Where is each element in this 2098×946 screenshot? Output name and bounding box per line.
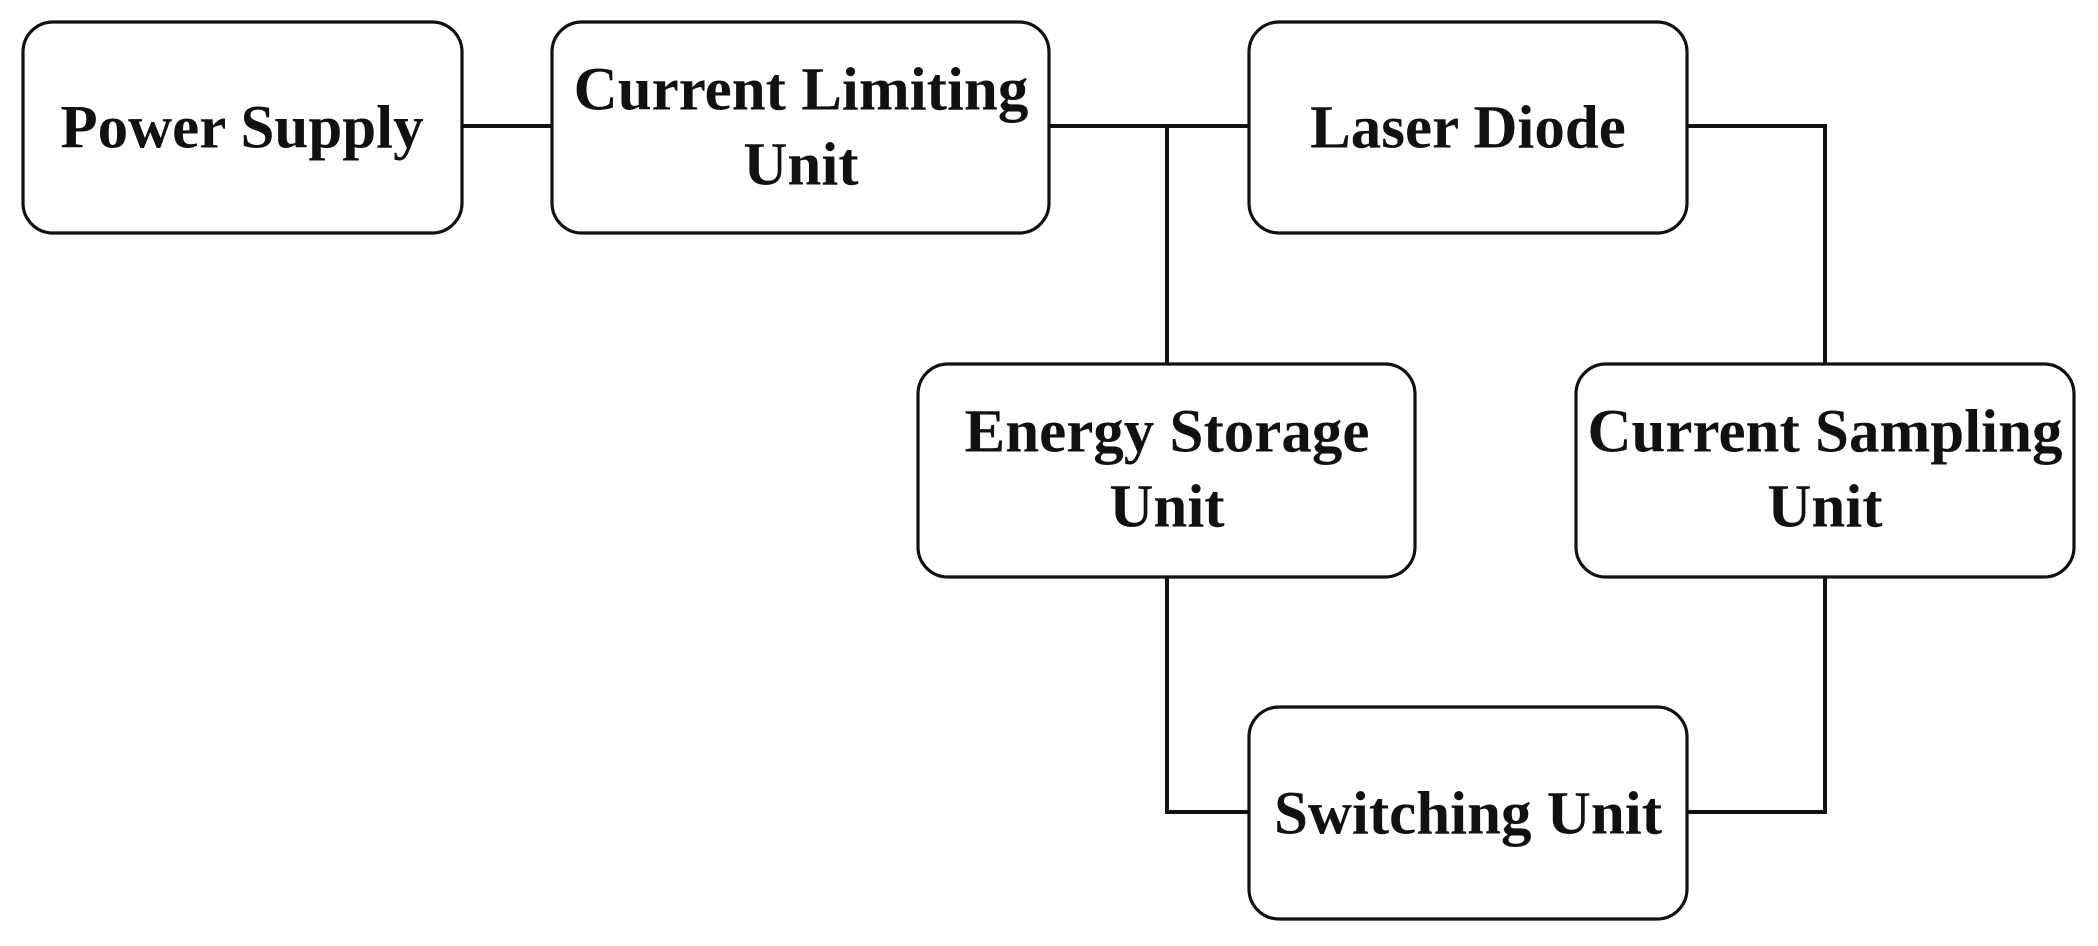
edge-sampling-to-switching [1685,575,1827,814]
connectors [460,124,1827,814]
power-supply-label: Power Supply [60,95,423,162]
current-limiting-label-line1: Current Limiting [574,57,1029,124]
node-power-supply: Power Supply [21,20,464,235]
current-sampling-label-line2: Unit [1767,474,1883,541]
current-limiting-label-line2: Unit [743,132,859,199]
switching-label: Switching Unit [1274,781,1663,848]
energy-storage-box [916,362,1417,579]
node-switching-unit: Switching Unit [1247,705,1689,921]
node-energy-storage-unit: Energy Storage Unit [916,362,1417,579]
current-sampling-label-line1: Current Sampling [1587,399,2062,466]
laser-diode-label: Laser Diode [1310,95,1626,162]
laser-diode-box [1247,20,1689,235]
switching-box [1247,705,1689,921]
node-current-limiting-unit: Current Limiting Unit [550,20,1051,235]
edge-storage-to-switching [1165,575,1251,814]
node-laser-diode: Laser Diode [1247,20,1689,235]
current-limiting-box [550,20,1051,235]
current-sampling-box [1574,362,2076,579]
energy-storage-label-line2: Unit [1109,474,1225,541]
energy-storage-label-line1: Energy Storage [965,399,1370,466]
power-supply-box [21,20,464,235]
node-current-sampling-unit: Current Sampling Unit [1574,362,2076,579]
edge-laser-to-sampling [1685,124,1827,366]
